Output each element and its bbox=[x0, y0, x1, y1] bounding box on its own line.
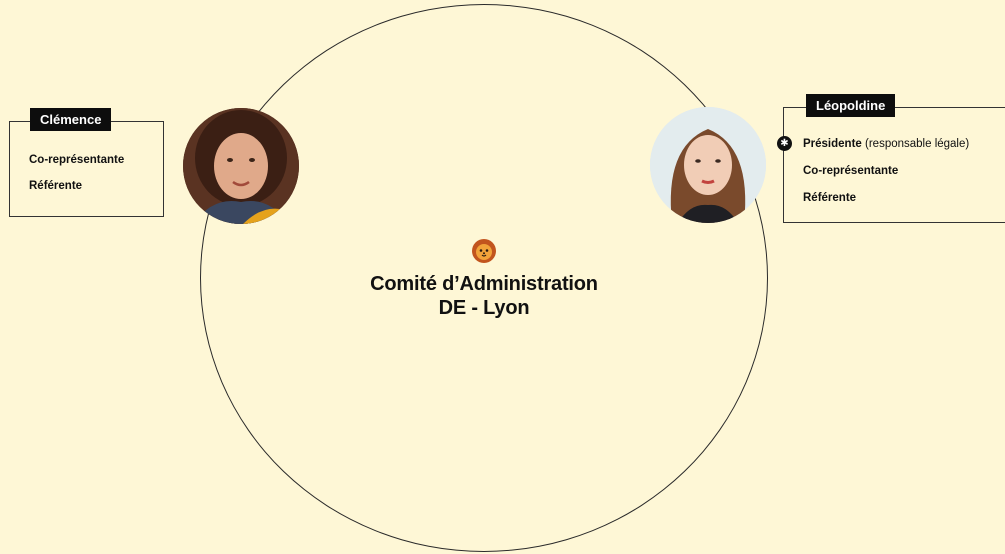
lion-icon bbox=[472, 239, 496, 263]
member-role-note: (responsable légale) bbox=[865, 138, 970, 150]
committee-title-line2: DE - Lyon bbox=[438, 297, 530, 319]
committee-title-line1: Comité d’Administration bbox=[370, 273, 598, 295]
committee-center: Comité d’Administration DE - Lyon bbox=[324, 238, 644, 320]
member-name-tag: Léopoldine bbox=[806, 94, 896, 117]
member-role-president: Présidente (responsable légale) bbox=[803, 138, 969, 150]
committee-circle bbox=[200, 4, 768, 552]
portrait-image bbox=[183, 108, 299, 224]
member-role: Co-représentante bbox=[29, 154, 125, 166]
avatar-leopoldine bbox=[650, 107, 766, 223]
member-card-clemence: Clémence Co-représentante Référente bbox=[9, 108, 164, 217]
member-role-label: Présidente bbox=[803, 138, 862, 150]
member-name-tag: Clémence bbox=[30, 108, 112, 131]
member-card-leopoldine: Léopoldine ✱ Présidente (responsable lég… bbox=[777, 94, 1005, 223]
avatar-clemence bbox=[183, 108, 299, 224]
member-role: Référente bbox=[803, 192, 857, 204]
portrait-image bbox=[650, 107, 766, 223]
star-icon: ✱ bbox=[777, 136, 792, 151]
member-role: Référente bbox=[29, 180, 83, 192]
member-role: Co-représentante bbox=[803, 165, 899, 177]
